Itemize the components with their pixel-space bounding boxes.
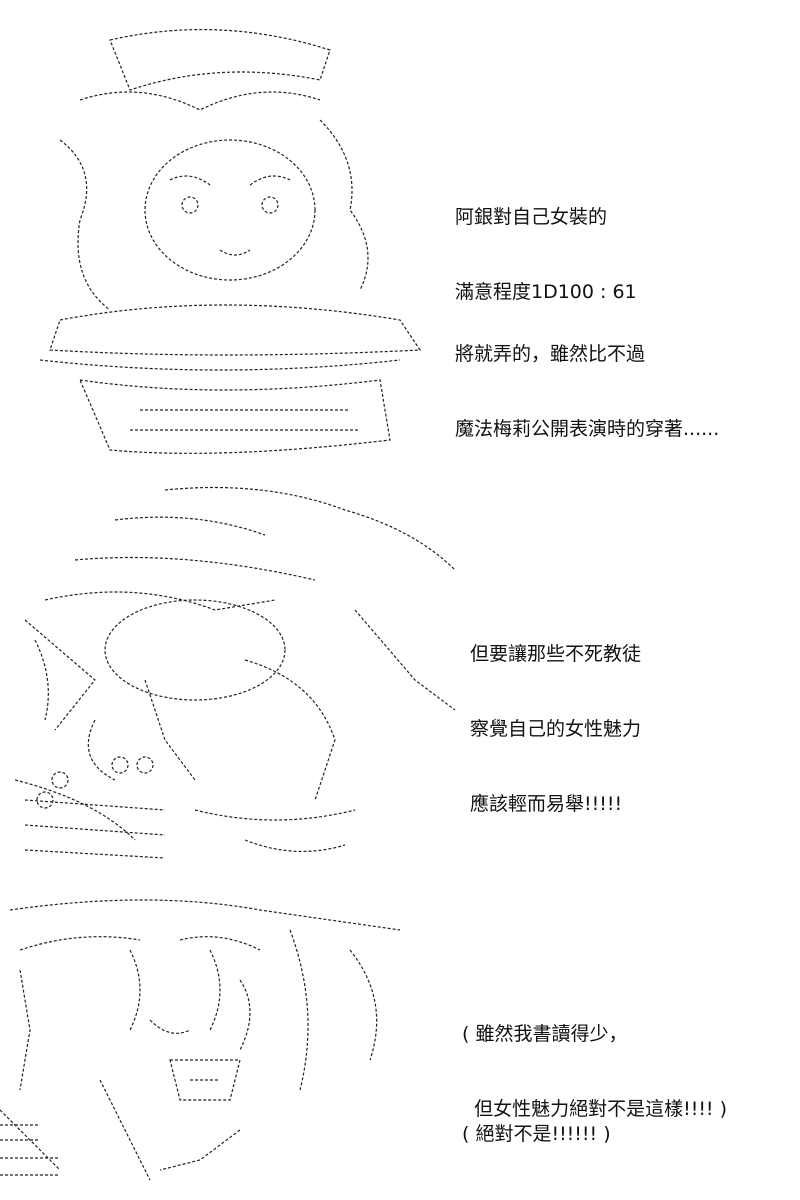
ascii-art-character-3 bbox=[0, 890, 410, 1190]
panel-3: ( 雖然我書讀得少， 但女性魅力絕對不是這樣!!!! ) ( 絕對不是!!!!!… bbox=[0, 890, 800, 1200]
ascii-art-drawing bbox=[15, 486, 456, 859]
caption-line: 應該輕而易舉!!!!! bbox=[470, 793, 623, 815]
caption-line: ( 絕對不是!!!!!! ) bbox=[462, 1123, 611, 1145]
caption-line: 察覺自己的女性魅力 bbox=[470, 718, 642, 740]
caption-line: 滿意程度1D100 : 61 bbox=[455, 281, 637, 303]
caption-4: ( 雖然我書讀得少， 但女性魅力絕對不是這樣!!!! ) bbox=[462, 972, 727, 1172]
caption-1: 阿銀對自己女裝的 滿意程度1D100 : 61 bbox=[455, 155, 637, 355]
ascii-art-character-2 bbox=[15, 480, 465, 870]
ascii-art-drawing bbox=[0, 899, 401, 1181]
panel-2: 但要讓那些不死教徒 察覺自己的女性魅力 應該輕而易舉!!!!! bbox=[0, 480, 800, 880]
caption-line: 將就弄的，雖然比不過 bbox=[455, 343, 646, 365]
ascii-art-drawing bbox=[39, 29, 422, 454]
caption-5: ( 絕對不是!!!!!! ) bbox=[462, 1072, 611, 1197]
caption-3: 但要讓那些不死教徒 察覺自己的女性魅力 應該輕而易舉!!!!! bbox=[470, 592, 641, 867]
panel-1: 阿銀對自己女裝的 滿意程度1D100 : 61 將就弄的，雖然比不過 魔法梅莉公… bbox=[0, 0, 800, 480]
caption-line: 但要讓那些不死教徒 bbox=[470, 643, 642, 665]
caption-line: 魔法梅莉公開表演時的穿著...... bbox=[455, 418, 720, 440]
caption-line: 但女性魅力絕對不是這樣!!!! ) bbox=[462, 1098, 727, 1120]
ascii-art-character-1 bbox=[20, 20, 440, 470]
caption-line: 阿銀對自己女裝的 bbox=[455, 206, 608, 228]
caption-line: ( 雖然我書讀得少， bbox=[462, 1023, 628, 1045]
caption-2: 將就弄的，雖然比不過 魔法梅莉公開表演時的穿著...... bbox=[455, 292, 719, 492]
